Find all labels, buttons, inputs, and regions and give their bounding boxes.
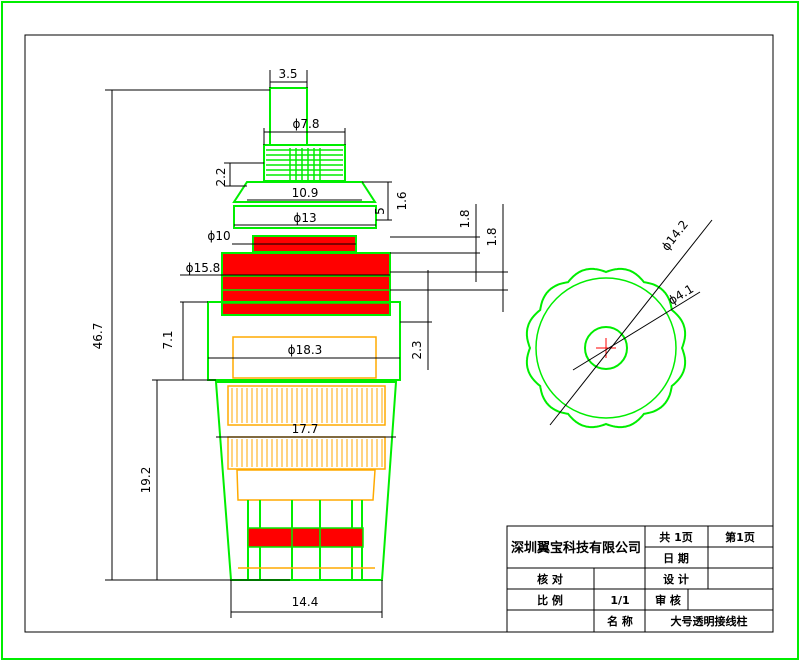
drawing-frame bbox=[24, 34, 774, 633]
center-mark bbox=[596, 338, 616, 358]
title-block: 深圳翼宝科技有限公司 共 1页 第1页 日 期 核 对 设 计 比 例 1/1 … bbox=[506, 525, 774, 633]
dimension-texts: 3.5 ϕ7.8 2.2 10.9 1.6 5 ϕ13 1.8 1.8 ϕ10 … bbox=[91, 67, 499, 609]
dim-width-17-7: 17.7 bbox=[292, 422, 319, 436]
scale-value: 1/1 bbox=[610, 594, 629, 607]
knurl-band-upper bbox=[227, 385, 386, 426]
check-label: 核 对 bbox=[537, 572, 563, 586]
base-housing bbox=[207, 301, 401, 381]
dim-height-19-2: 19.2 bbox=[139, 467, 153, 494]
dim-height-2-2: 2.2 bbox=[214, 167, 228, 186]
dim-height-5: 5 bbox=[373, 207, 387, 215]
knurled-outline bbox=[525, 267, 687, 429]
dim-height-1-6: 1.6 bbox=[395, 191, 409, 210]
dim-width-10-9: 10.9 bbox=[292, 186, 319, 200]
dim-side-diameter-outer: ϕ14.2 bbox=[659, 218, 691, 254]
lower-body bbox=[214, 381, 398, 581]
shoulder bbox=[232, 181, 377, 203]
dim-diameter-13: ϕ13 bbox=[293, 211, 316, 225]
center-hole bbox=[584, 326, 628, 370]
total-pages: 共 1页 bbox=[659, 530, 692, 544]
dim-diameter-15-8: ϕ15.8 bbox=[186, 261, 221, 275]
side-dimension-lines bbox=[549, 219, 713, 426]
dim-height-1-8-b: 1.8 bbox=[485, 227, 499, 246]
part-name: 大号透明接线柱 bbox=[671, 614, 748, 628]
inner-outline bbox=[236, 469, 376, 501]
scale-label: 比 例 bbox=[537, 593, 563, 607]
dim-bottom-width: 14.4 bbox=[292, 595, 319, 609]
date-label: 日 期 bbox=[663, 551, 689, 565]
knurl-lines bbox=[231, 388, 383, 467]
dim-cap-diameter: ϕ7.8 bbox=[293, 117, 320, 131]
dim-height-1-8-a: 1.8 bbox=[458, 209, 472, 228]
design-label: 设 计 bbox=[663, 572, 689, 586]
dimension-lines bbox=[105, 70, 508, 618]
bottom-red-band-dividers bbox=[291, 528, 321, 547]
side-view: ϕ14.2 ϕ4.1 bbox=[525, 218, 713, 429]
company-name: 深圳翼宝科技有限公司 bbox=[511, 540, 641, 556]
dim-top-pin-width: 3.5 bbox=[278, 67, 297, 81]
red-ring-large bbox=[221, 252, 391, 316]
review-label: 审 核 bbox=[655, 593, 681, 607]
collar bbox=[233, 205, 377, 229]
dim-height-2-3: 2.3 bbox=[410, 340, 424, 359]
name-label: 名 称 bbox=[607, 614, 633, 628]
inner-circle bbox=[535, 277, 677, 419]
dim-height-7-1: 7.1 bbox=[161, 330, 175, 349]
dim-diameter-18-3: ϕ18.3 bbox=[288, 343, 323, 357]
page-number: 第1页 bbox=[725, 530, 755, 544]
dim-diameter-10: ϕ10 bbox=[207, 229, 230, 243]
front-view bbox=[207, 87, 401, 581]
dim-total-height: 46.7 bbox=[91, 323, 105, 350]
cap-threads bbox=[266, 148, 343, 180]
bottom-red-band bbox=[247, 527, 364, 548]
